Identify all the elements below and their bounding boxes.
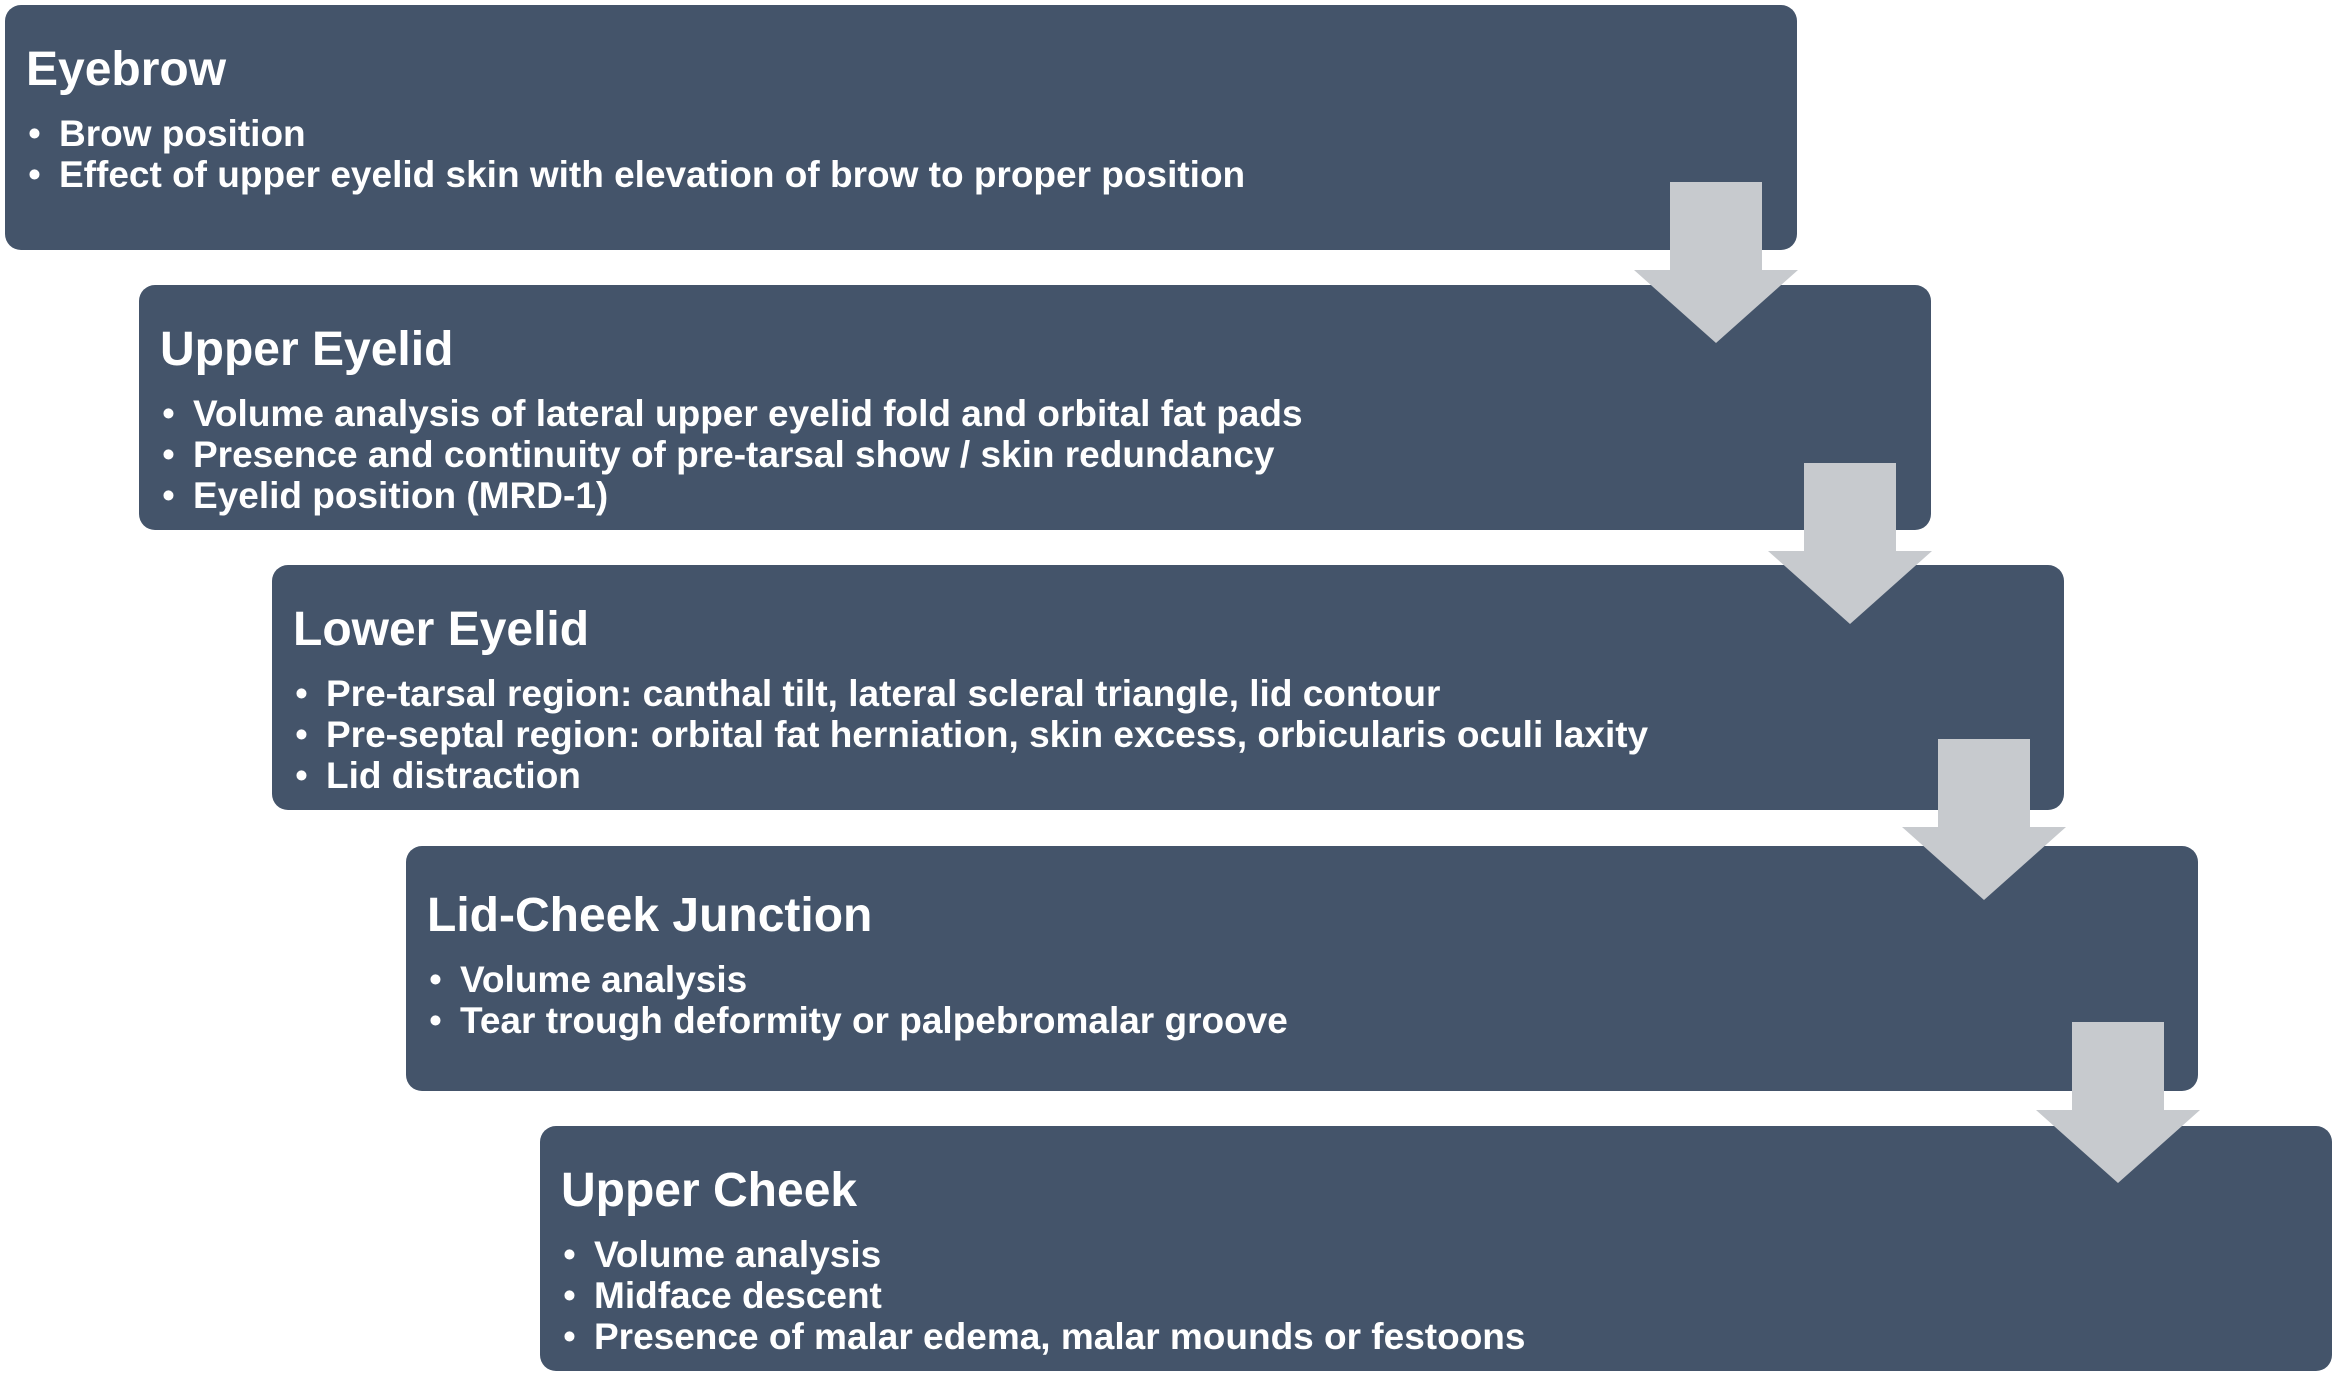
list-item: Pre-tarsal region: canthal tilt, lateral…: [293, 673, 2064, 714]
list-item: Presence and continuity of pre-tarsal sh…: [160, 434, 1931, 475]
list-item: Pre-septal region: orbital fat herniatio…: [293, 714, 2064, 755]
list-item: Presence of malar edema, malar mounds or…: [561, 1316, 2332, 1357]
step-list: Volume analysis Midface descent Presence…: [561, 1234, 2332, 1357]
step-list: Volume analysis of lateral upper eyelid …: [160, 393, 1931, 516]
step-list: Brow position Effect of upper eyelid ski…: [26, 113, 1797, 195]
step-box-upper-eyelid: Upper Eyelid Volume analysis of lateral …: [139, 285, 1931, 530]
list-item: Volume analysis: [427, 959, 2198, 1000]
step-title: Lid-Cheek Junction: [427, 889, 873, 942]
list-item: Brow position: [26, 113, 1797, 154]
step-list: Pre-tarsal region: canthal tilt, lateral…: [293, 673, 2064, 796]
list-item: Volume analysis of lateral upper eyelid …: [160, 393, 1931, 434]
list-item: Lid distraction: [293, 755, 2064, 796]
step-title: Upper Eyelid: [160, 323, 454, 376]
down-arrow-icon: [1768, 463, 1932, 624]
down-arrow-icon: [1902, 739, 2066, 900]
list-item: Eyelid position (MRD-1): [160, 475, 1931, 516]
step-box-upper-cheek: Upper Cheek Volume analysis Midface desc…: [540, 1126, 2332, 1371]
list-item: Effect of upper eyelid skin with elevati…: [26, 154, 1797, 195]
step-title: Lower Eyelid: [293, 603, 590, 656]
list-item: Tear trough deformity or palpebromalar g…: [427, 1000, 2198, 1041]
step-list: Volume analysis Tear trough deformity or…: [427, 959, 2198, 1041]
step-title: Eyebrow: [26, 43, 227, 96]
step-title: Upper Cheek: [561, 1164, 858, 1217]
down-arrow-icon: [2036, 1022, 2200, 1183]
step-box-lower-eyelid: Lower Eyelid Pre-tarsal region: canthal …: [272, 565, 2064, 810]
step-box-lid-cheek-junction: Lid-Cheek Junction Volume analysis Tear …: [406, 846, 2198, 1091]
list-item: Midface descent: [561, 1275, 2332, 1316]
step-box-eyebrow: Eyebrow Brow position Effect of upper ey…: [5, 5, 1797, 250]
down-arrow-icon: [1634, 182, 1798, 343]
list-item: Volume analysis: [561, 1234, 2332, 1275]
